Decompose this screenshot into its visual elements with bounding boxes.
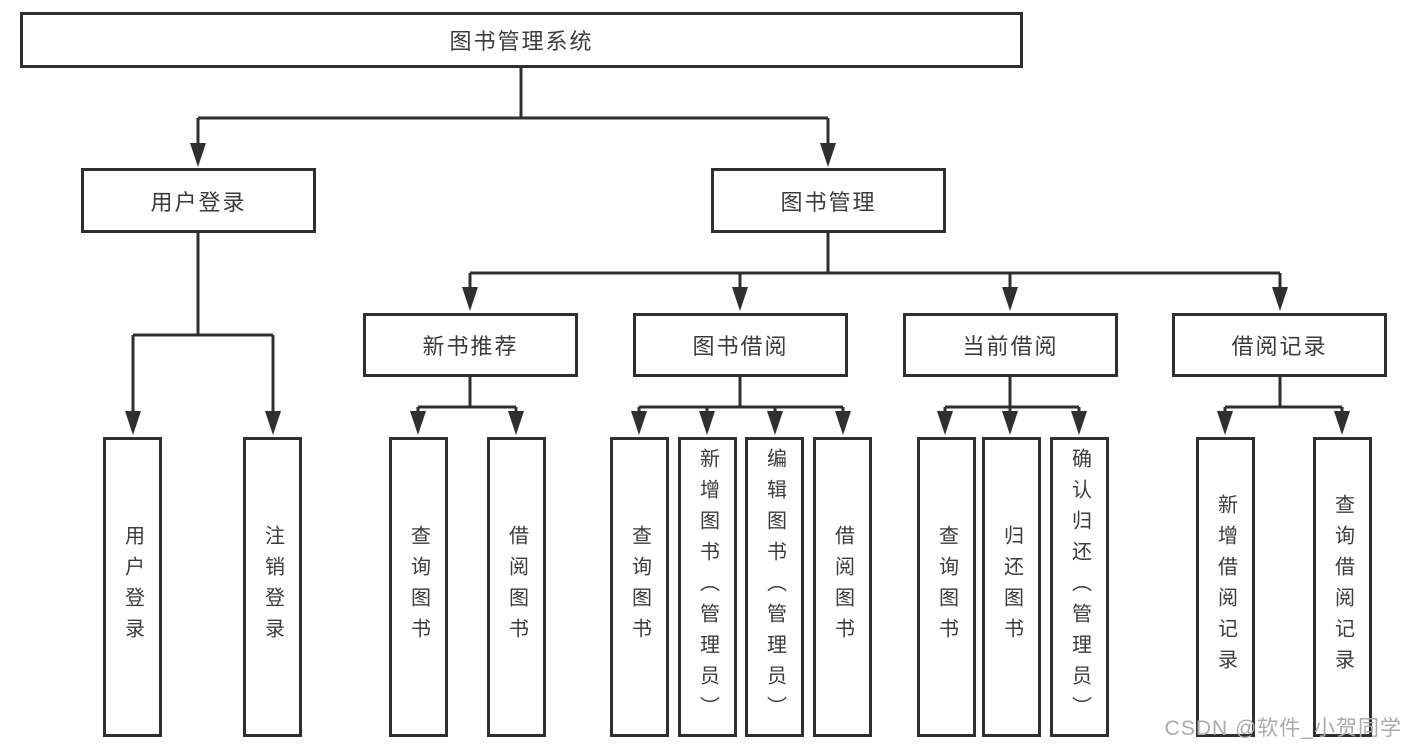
node-current-borrowing: 当前借阅 [903, 313, 1118, 377]
node-book-management: 图书管理 [711, 168, 946, 233]
leaf-search-books-recommend: 查询图书 [389, 437, 448, 737]
leaf-label: 查询借阅记录 [1331, 494, 1354, 680]
leaf-return-books: 归还图书 [982, 437, 1041, 737]
leaf-add-borrow-record: 新增借阅记录 [1196, 437, 1255, 737]
node-label: 用户登录 [150, 189, 247, 215]
leaf-label: 查询图书 [935, 525, 958, 649]
node-label: 新书推荐 [422, 334, 519, 359]
leaf-label: 查询图书 [628, 525, 651, 649]
leaf-user-login: 用户登录 [103, 437, 162, 737]
node-label: 图书借阅 [692, 334, 789, 359]
node-user-login: 用户登录 [81, 168, 316, 233]
csdn-watermark: CSDN @软件_小贺同学 [1164, 717, 1402, 740]
leaf-confirm-return-admin: 确认归还（管理员） [1050, 437, 1109, 737]
leaf-label: 编辑图书（管理员） [763, 447, 786, 727]
leaf-label: 借阅图书 [831, 525, 854, 649]
leaf-logout: 注销登录 [243, 437, 302, 737]
node-new-book-recommendation: 新书推荐 [363, 313, 578, 377]
leaf-label: 归还图书 [1000, 525, 1023, 649]
leaf-search-books-current: 查询图书 [917, 437, 976, 737]
leaf-label: 注销登录 [261, 525, 284, 649]
leaf-label: 确认归还（管理员） [1068, 447, 1091, 727]
leaf-search-books-borrowing: 查询图书 [610, 437, 669, 737]
node-borrow-records: 借阅记录 [1172, 313, 1387, 377]
leaf-label: 借阅图书 [505, 525, 528, 649]
node-label: 图书管理 [780, 189, 877, 215]
leaf-borrow-books-recommend: 借阅图书 [487, 437, 546, 737]
node-label: 图书管理系统 [449, 29, 594, 54]
node-label: 当前借阅 [962, 334, 1059, 359]
leaf-label: 用户登录 [121, 525, 144, 649]
leaf-label: 查询图书 [407, 525, 430, 649]
node-library-management-system: 图书管理系统 [20, 12, 1023, 68]
leaf-edit-books-admin: 编辑图书（管理员） [745, 437, 804, 737]
leaf-borrow-books: 借阅图书 [813, 437, 872, 737]
leaf-label: 新增图书（管理员） [696, 447, 719, 727]
leaf-search-borrow-record: 查询借阅记录 [1313, 437, 1372, 737]
node-book-borrowing: 图书借阅 [633, 313, 848, 377]
leaf-add-books-admin: 新增图书（管理员） [678, 437, 737, 737]
node-label: 借阅记录 [1231, 334, 1328, 359]
leaf-label: 新增借阅记录 [1214, 494, 1237, 680]
